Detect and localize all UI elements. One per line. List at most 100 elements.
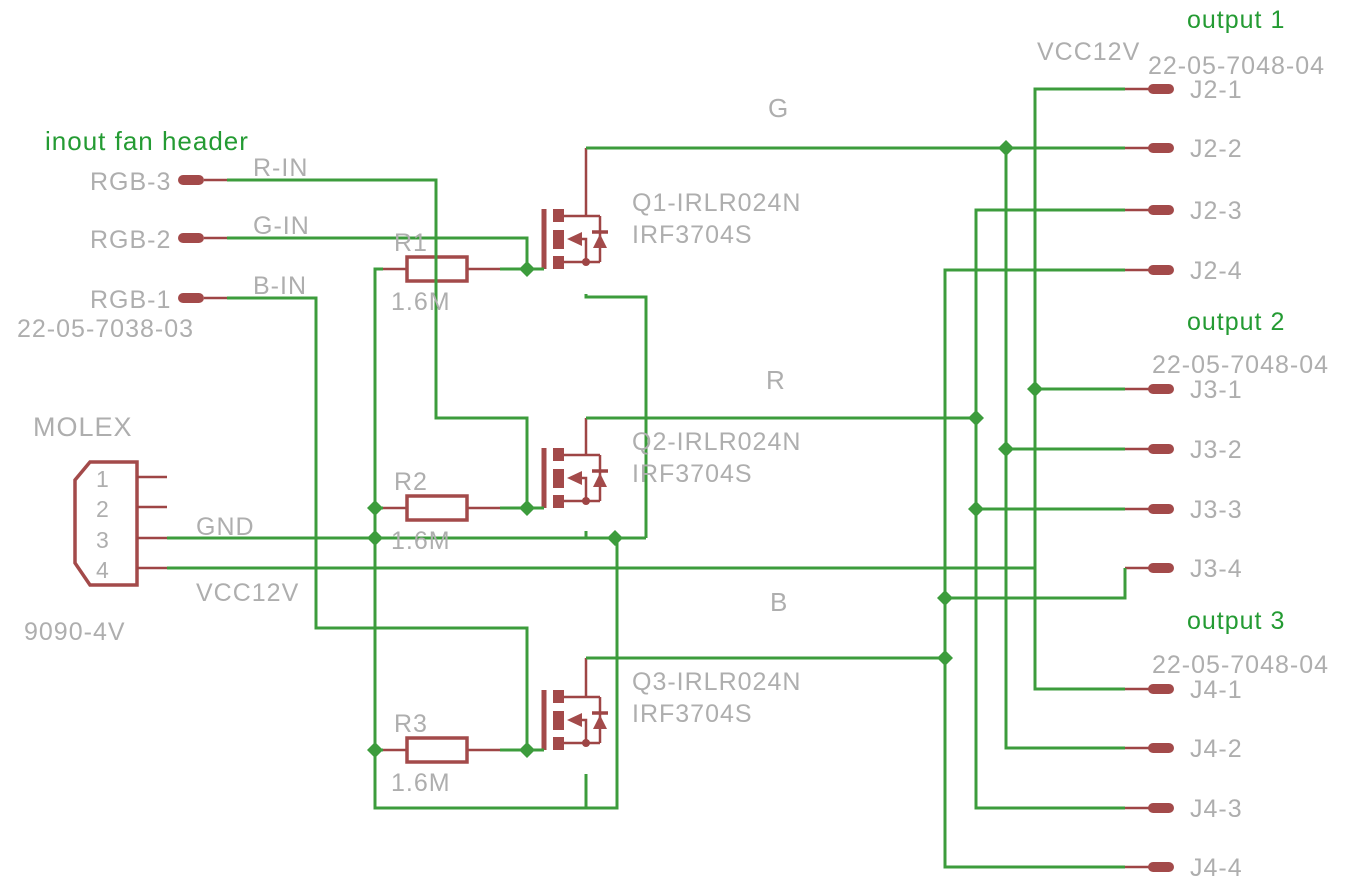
pin-label-j2-2: J2-2 — [1190, 135, 1243, 163]
molex-pin-number-3: 3 — [96, 527, 110, 553]
q2-ref: Q2-IRLR024N — [632, 428, 801, 456]
output-1-pins — [1125, 84, 1174, 275]
pin-label-j4-2: J4-2 — [1190, 735, 1243, 763]
junction-g-j3-2 — [998, 441, 1014, 457]
r2-ref: R2 — [394, 468, 428, 496]
resistor-r1 — [382, 255, 502, 283]
pin-j3-1 — [1148, 384, 1174, 394]
r3-value: 1.6M — [391, 769, 451, 797]
net-label-b: B — [770, 587, 788, 617]
mosfet-q3 — [544, 690, 608, 750]
molex-pin-number-4: 4 — [96, 557, 110, 583]
junction-q1-gate — [519, 261, 535, 277]
wire-r-in — [227, 178, 529, 508]
pin-j4-1 — [1148, 684, 1174, 694]
pin-j2-3 — [1148, 205, 1174, 215]
net-label-gnd: GND — [196, 513, 255, 541]
pin-j4-3 — [1148, 803, 1174, 813]
junction-b-column — [937, 650, 953, 666]
wire-b-in — [227, 296, 529, 750]
junction-g-j2-2 — [998, 140, 1014, 156]
q1-part: IRF3704S — [632, 221, 753, 249]
junction-sources-gnd — [607, 530, 623, 546]
wire-g-in — [227, 236, 529, 269]
junction-r-j3-3 — [968, 501, 984, 517]
pin-label-j2-4: J2-4 — [1190, 257, 1243, 285]
junction-q2-gate — [519, 500, 535, 516]
molex-connector — [73, 460, 167, 587]
r1-ref: R1 — [394, 229, 428, 257]
r3-ref: R3 — [394, 710, 428, 738]
q3-ref: Q3-IRLR024N — [632, 668, 801, 696]
resistor-body — [405, 736, 469, 764]
pin-label-rgb3: RGB-3 — [90, 168, 171, 196]
wire-b-column — [943, 268, 1125, 869]
wire-j3-4-branch — [945, 568, 1127, 600]
junction-r3-gnd — [367, 742, 383, 758]
pin-label-j2-1: J2-1 — [1190, 76, 1243, 104]
pin-label-j3-1: J3-1 — [1190, 376, 1243, 404]
pin-label-j3-3: J3-3 — [1190, 496, 1243, 524]
pin-label-j4-4: J4-4 — [1190, 854, 1243, 882]
junction-gnd-column — [367, 530, 383, 546]
mosfet-q2 — [544, 448, 608, 508]
net-label-r-in: R-IN — [253, 154, 308, 182]
pin-label-rgb1: RGB-1 — [90, 286, 171, 314]
output-2-title: output 2 — [1187, 308, 1285, 336]
q1-ref: Q1-IRLR024N — [632, 189, 801, 217]
resistor-r3 — [382, 736, 502, 764]
nets — [167, 87, 1127, 869]
molex-body — [73, 460, 139, 587]
resistor-r2 — [382, 494, 502, 522]
output-3-pins — [1125, 684, 1174, 872]
pin-label-j3-4: J3-4 — [1190, 555, 1243, 583]
pin-j3-2 — [1148, 444, 1174, 454]
q3-part: IRF3704S — [632, 700, 753, 728]
pin-j3-4 — [1148, 563, 1174, 573]
pin-j2-1 — [1148, 84, 1174, 94]
output-1-part-number: 22-05-7048-04 — [1148, 52, 1325, 80]
pin-rgb-3 — [178, 175, 204, 185]
molex-part-number: 9090-4V — [24, 618, 126, 646]
wire-gnd-resistor-column — [373, 267, 619, 810]
pin-label-j4-3: J4-3 — [1190, 795, 1243, 823]
pin-j4-4 — [1148, 862, 1174, 872]
molex-label: MOLEX — [33, 412, 133, 442]
net-label-vcc12v: VCC12V — [196, 579, 299, 607]
output-3-part-number: 22-05-7048-04 — [1152, 651, 1329, 679]
pin-label-j2-3: J2-3 — [1190, 197, 1243, 225]
mosfet-q1 — [544, 209, 608, 269]
junction-b-j3-4 — [937, 590, 953, 606]
rgb-input-pins — [178, 175, 228, 303]
junction-r2-gnd — [367, 500, 383, 516]
vcc-rail-label: VCC12V — [1037, 38, 1140, 66]
pin-label-j4-1: J4-1 — [1190, 676, 1243, 704]
net-label-r: R — [766, 365, 786, 395]
input-header-part-number: 22-05-7038-03 — [17, 315, 194, 343]
junction-vcc-j3-1 — [1027, 381, 1043, 397]
wire-g-column — [1004, 148, 1125, 750]
output-2-part-number: 22-05-7048-04 — [1152, 351, 1329, 379]
pin-j4-2 — [1148, 743, 1174, 753]
pin-j2-2 — [1148, 143, 1174, 153]
junction-r-column — [968, 410, 984, 426]
junction-dots — [367, 140, 1043, 758]
pin-rgb-1 — [178, 293, 204, 303]
output-1-title: output 1 — [1187, 6, 1285, 34]
input-header-title: inout fan header — [45, 126, 249, 156]
r1-value: 1.6M — [391, 288, 451, 316]
pin-j3-3 — [1148, 504, 1174, 514]
pin-label-j3-2: J3-2 — [1190, 436, 1243, 464]
pin-j2-4 — [1148, 265, 1174, 275]
net-label-b-in: B-IN — [253, 272, 307, 300]
pin-rgb-2 — [178, 233, 204, 243]
molex-pin-number-1: 1 — [96, 466, 110, 492]
molex-pin-number-2: 2 — [96, 496, 110, 522]
junction-q3-gate — [519, 742, 535, 758]
q2-part: IRF3704S — [632, 460, 753, 488]
net-label-g: G — [768, 93, 789, 123]
wire-q1-source-to-gnd — [584, 294, 648, 538]
output-2-pins — [1125, 384, 1174, 573]
